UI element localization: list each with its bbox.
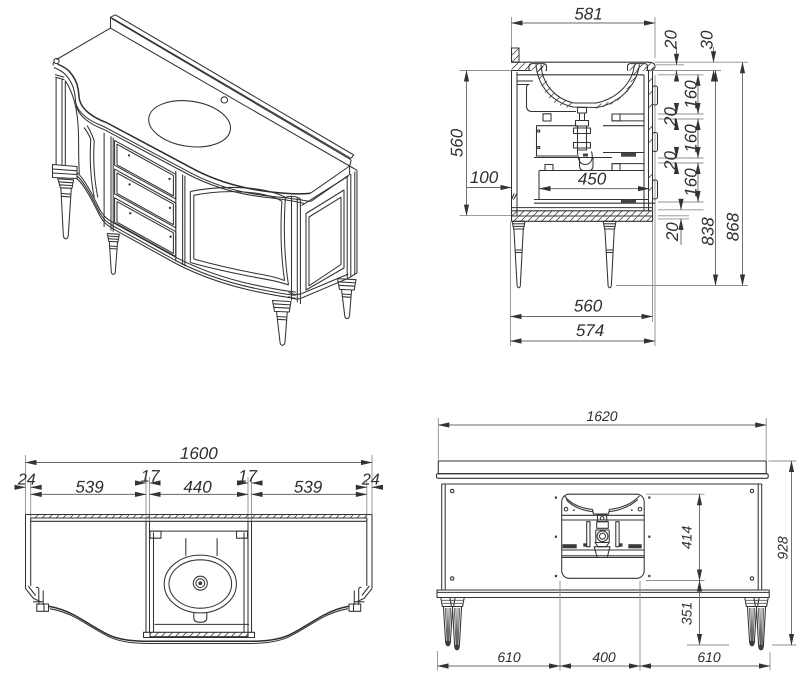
svg-text:160: 160 xyxy=(681,80,700,109)
svg-text:160: 160 xyxy=(681,124,700,153)
svg-text:928: 928 xyxy=(775,536,791,560)
svg-text:440: 440 xyxy=(183,478,212,497)
svg-text:24: 24 xyxy=(17,472,36,489)
svg-text:838: 838 xyxy=(699,217,718,246)
svg-text:20: 20 xyxy=(661,107,680,127)
svg-text:610: 610 xyxy=(697,649,721,665)
svg-text:20: 20 xyxy=(662,30,681,50)
svg-text:30: 30 xyxy=(698,30,717,49)
svg-text:160: 160 xyxy=(681,168,700,197)
svg-text:868: 868 xyxy=(724,212,743,241)
svg-text:400: 400 xyxy=(592,649,616,665)
svg-text:414: 414 xyxy=(679,526,695,550)
svg-text:581: 581 xyxy=(574,4,602,23)
svg-text:1620: 1620 xyxy=(586,408,617,424)
svg-text:351: 351 xyxy=(679,602,695,625)
svg-text:17: 17 xyxy=(238,467,258,486)
svg-text:539: 539 xyxy=(294,478,323,497)
svg-text:20: 20 xyxy=(663,222,682,242)
svg-text:17: 17 xyxy=(141,467,161,486)
svg-text:610: 610 xyxy=(497,649,521,665)
svg-text:539: 539 xyxy=(75,478,104,497)
svg-text:24: 24 xyxy=(361,472,380,489)
svg-text:450: 450 xyxy=(578,169,607,188)
svg-text:20: 20 xyxy=(661,151,680,171)
svg-text:100: 100 xyxy=(470,168,499,187)
svg-text:574: 574 xyxy=(576,321,604,340)
svg-text:560: 560 xyxy=(448,128,467,157)
svg-text:560: 560 xyxy=(574,296,603,315)
svg-text:1600: 1600 xyxy=(180,444,218,463)
